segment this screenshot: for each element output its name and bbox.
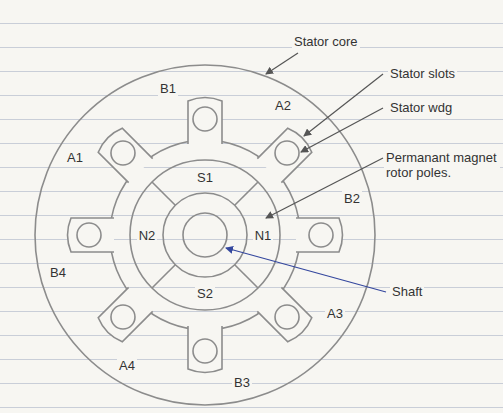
pole-label: N2: [137, 228, 158, 243]
slot-label: A4: [117, 358, 137, 373]
callout-label: Stator slots: [388, 66, 457, 81]
callout-label: Stator core: [292, 34, 360, 49]
stator-slot: [188, 98, 222, 145]
slot-label: A2: [273, 98, 293, 113]
leader-line: [266, 53, 298, 74]
pole-divider: [152, 265, 175, 288]
stator-slot: [296, 218, 343, 252]
pole-label: N1: [253, 228, 274, 243]
pole-label: S1: [195, 170, 215, 185]
stator-slot: [96, 126, 153, 183]
stator-outer-circle: [35, 65, 375, 405]
pole-divider: [152, 182, 175, 205]
slot-label: A1: [65, 150, 85, 165]
rotor-magnet-inner: [163, 193, 247, 277]
leader-line: [301, 108, 383, 152]
slot-label: B4: [48, 265, 68, 280]
stator-slot: [68, 218, 115, 252]
slot-label: A3: [325, 306, 345, 321]
slot-label: B2: [342, 191, 362, 206]
callout-label: Stator wdg: [388, 100, 454, 115]
pole-label: S2: [195, 286, 215, 301]
slot-label: B3: [232, 375, 252, 390]
callout-label: Shaft: [390, 284, 424, 299]
leader-line: [266, 158, 383, 218]
callout-label: Permanant magnet rotor poles.: [384, 150, 500, 180]
pole-divider: [235, 182, 258, 205]
leader-line: [226, 248, 386, 292]
shaft-circle: [183, 213, 227, 257]
stator-slot: [188, 326, 222, 373]
rotor-magnet-outer: [130, 160, 280, 310]
pole-divider: [235, 265, 258, 288]
leader-line: [304, 74, 383, 136]
stator-slot: [257, 287, 314, 344]
stator-slot: [96, 287, 153, 344]
slot-label: B1: [158, 81, 178, 96]
